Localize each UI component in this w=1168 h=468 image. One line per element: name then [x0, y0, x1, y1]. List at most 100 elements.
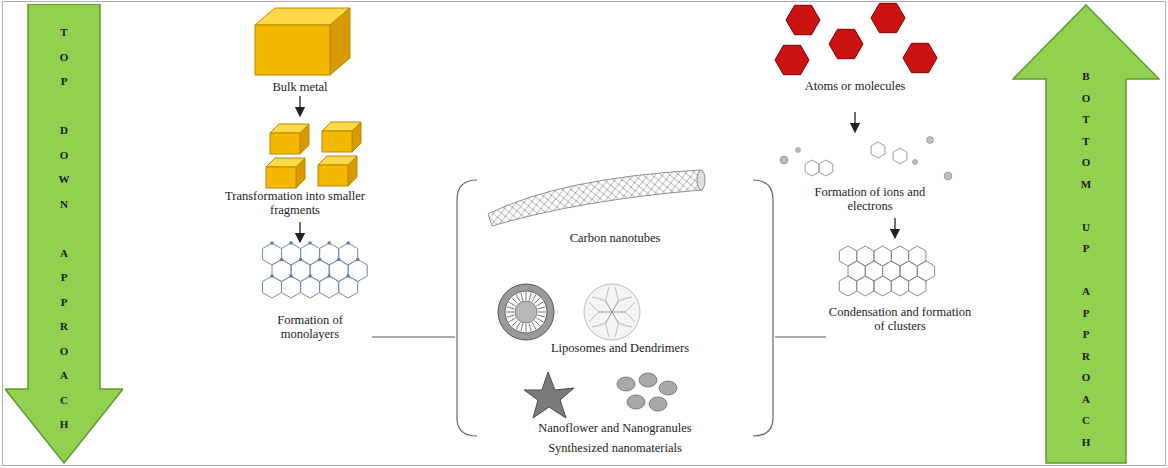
cluster-hexagon: [839, 276, 856, 296]
lipid-tail: [532, 322, 536, 329]
atom-hexagon: [786, 5, 820, 34]
lipid-tail: [538, 307, 546, 309]
step-arrow: [854, 112, 855, 128]
cluster-hexagon: [874, 276, 891, 296]
arrow-shape: [5, 4, 123, 463]
vertical-title: TOP DOWN APPROACH: [59, 20, 70, 437]
lipid-tail: [512, 320, 518, 326]
monolayer-hexagon-atom: [270, 274, 274, 278]
monolayer-hexagon: [301, 276, 320, 298]
monolayer-hexagon-atom: [356, 258, 360, 262]
lipid-tail: [509, 318, 516, 322]
dendrimer-branch: [619, 297, 632, 301]
nanomaterial-label: Liposomes and Dendrimers: [505, 341, 735, 355]
lipid-tail: [507, 315, 515, 317]
dendrimer-branch: [606, 323, 609, 337]
ion-ring: [805, 160, 819, 176]
atom-hexagon: [829, 29, 863, 58]
nanogranules: [617, 373, 677, 411]
arrow-shape: [1013, 5, 1159, 463]
leader-line: [775, 337, 826, 338]
atom-hexagon: [903, 43, 937, 72]
liposome: [498, 284, 554, 340]
lipid-tail: [512, 298, 518, 304]
dendrimer-branch: [619, 323, 632, 327]
dendrimer-branch: [625, 312, 635, 322]
lipid-tail: [529, 324, 531, 332]
monolayer-hexagon-atom: [318, 258, 322, 262]
step-arrow: [299, 222, 300, 238]
monolayer-hexagon-atom: [308, 274, 312, 278]
lipid-tail: [534, 298, 540, 304]
lipid-tail: [526, 292, 527, 300]
bracket-line: [753, 180, 773, 436]
step-label: Formation of ions and electrons: [800, 185, 940, 214]
step-label: Condensation and formation of clusters: [828, 305, 972, 334]
fragment-cube: [266, 167, 296, 188]
lipid-tail: [534, 320, 540, 326]
fragment-cube: [318, 165, 348, 186]
step-label: Atoms or molecules: [795, 79, 915, 93]
dendrimer: [584, 284, 640, 340]
dendrimer-branch: [615, 323, 618, 337]
cluster-hexagon: [857, 276, 874, 296]
monolayer-hexagon: [320, 276, 339, 298]
dendrimer-branch: [625, 302, 635, 312]
monolayer-hexagon-atom: [337, 258, 341, 262]
monolayer-hexagon: [339, 276, 358, 298]
fragment-cube: [348, 156, 357, 186]
hexagon-structures: [263, 3, 938, 298]
vertical-title: BOTTOM UP APPROACH: [1081, 66, 1092, 453]
step-arrow: [299, 96, 300, 112]
lipid-tail: [507, 307, 515, 309]
lipid-tail: [521, 324, 523, 332]
dendrimer-branch: [606, 301, 613, 312]
lipid-tail: [532, 295, 536, 302]
fragment-cube: [352, 122, 361, 152]
nanomaterial-label: Nanoflower and Nanogranules: [500, 421, 730, 435]
dendrimer-branch: [599, 312, 612, 313]
monolayer-hexagon-atom: [327, 274, 331, 278]
step-label: Transformation into smaller fragments: [225, 189, 365, 218]
dendrimer-branch: [589, 312, 599, 322]
dendrimer-branch: [589, 302, 599, 312]
cluster-hexagon: [909, 276, 926, 296]
ion-ring: [871, 142, 885, 158]
ion-ring: [893, 148, 907, 164]
lipid-tail: [526, 324, 527, 332]
dendrimer-branch: [606, 312, 613, 323]
frame: [3, 2, 1166, 466]
ions-electrons: [780, 137, 952, 181]
monolayer-hexagon: [263, 276, 282, 298]
approach-arrow: BOTTOM UP APPROACH: [1012, 4, 1160, 464]
monolayer-hexagon-atom: [327, 241, 331, 245]
dendrimer-branch: [615, 287, 618, 301]
leader-line: [372, 337, 455, 338]
monolayer-hexagon-atom: [289, 274, 293, 278]
fragment-cube: [300, 124, 309, 154]
step-label: Bulk metal: [240, 80, 360, 94]
dendrimer-branch: [592, 297, 605, 301]
dendrimer-branch: [612, 312, 619, 323]
lipid-tail: [538, 315, 546, 317]
atom-hexagon: [775, 45, 809, 74]
fragment-cube: [270, 133, 300, 154]
approach-arrow: TOP DOWN APPROACH: [5, 4, 123, 464]
bulk-cube: [255, 8, 350, 75]
bracket-line: [457, 180, 477, 436]
lipid-tail: [516, 295, 520, 302]
fragment-cube: [296, 158, 305, 188]
nanomaterial-enclosure: Synthesized nanomaterials: [455, 178, 775, 462]
dendrimer-branch: [592, 323, 605, 327]
atom-hexagon: [871, 3, 905, 32]
dendrimer-branch: [612, 301, 619, 312]
monolayer-hexagon-atom: [299, 258, 303, 262]
monolayer-hexagon-atom: [308, 241, 312, 245]
lipid-tail: [506, 312, 514, 313]
lipid-tail: [536, 318, 543, 322]
lipid-tail: [538, 312, 546, 313]
dendrimer-branch: [606, 287, 609, 301]
nanoflower: [524, 372, 574, 418]
carbon-nanotube: [488, 170, 705, 226]
lipid-tail: [521, 293, 523, 301]
